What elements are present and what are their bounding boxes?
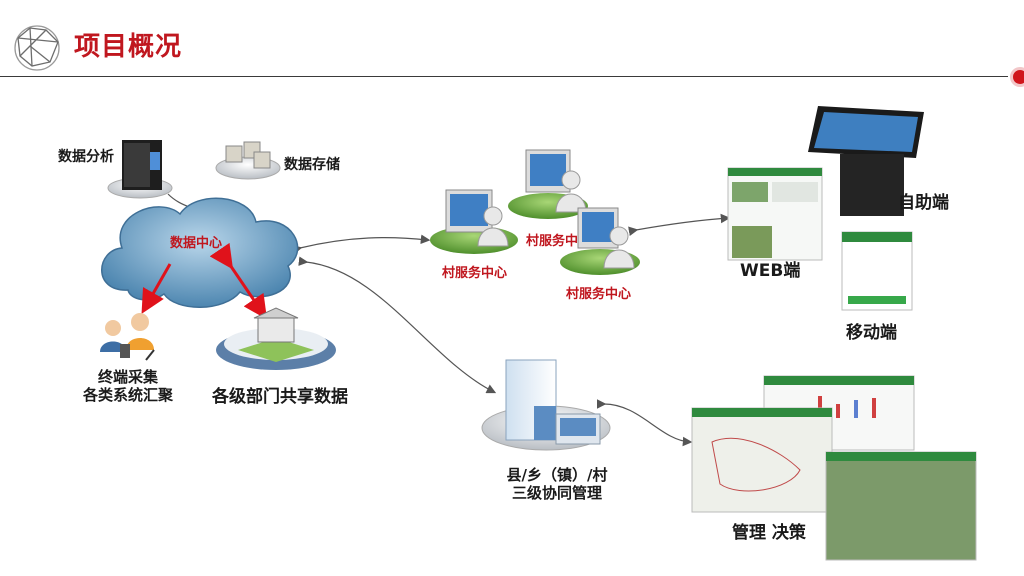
- header-divider: [0, 76, 1008, 77]
- village-center-label-b: 村服务中: [526, 234, 579, 249]
- terminal-line-2: 各类系统汇聚: [82, 386, 173, 404]
- users-icon: [100, 313, 155, 361]
- data-storage-label: 数据存储: [284, 157, 340, 173]
- decision-dashboard-screenshots: [691, 375, 977, 561]
- county-line-2: 三级协同管理: [511, 484, 602, 502]
- header-accent-dot: [1010, 67, 1024, 87]
- page-title: 项目概况: [74, 32, 183, 62]
- server-rack-icon: [107, 140, 173, 199]
- village-center-label-a: 村服务中心: [442, 266, 508, 281]
- web-portal-screenshot: [727, 167, 823, 261]
- county-management-label: 县/乡（镇）/村 三级协同管理: [482, 466, 632, 502]
- self-service-label: 自助端: [898, 193, 949, 213]
- village-center-label-c: 村服务中心: [566, 287, 632, 302]
- mobile-label: 移动端: [846, 323, 897, 343]
- terminal-line-1: 终端采集: [97, 368, 158, 386]
- decision-label: 管理 决策: [732, 523, 806, 543]
- government-building-icon: [216, 307, 336, 370]
- storage-servers-icon: [215, 141, 281, 180]
- network-globe-icon: [14, 25, 60, 71]
- web-label: WEB端: [740, 261, 801, 281]
- cloud-icon: [101, 197, 299, 308]
- terminal-collect-label: 终端采集 各类系统汇聚: [76, 368, 180, 404]
- kiosk-terminal-icon: [808, 106, 924, 216]
- village-service-center-icons: [430, 149, 640, 275]
- county-line-1: 县/乡（镇）/村: [506, 466, 608, 484]
- dept-share-label: 各级部门共享数据: [212, 387, 348, 407]
- mobile-app-screenshot: [841, 231, 913, 311]
- office-building-icon: [481, 359, 611, 451]
- data-analysis-label: 数据分析: [58, 149, 114, 165]
- data-center-label: 数据中心: [170, 236, 223, 251]
